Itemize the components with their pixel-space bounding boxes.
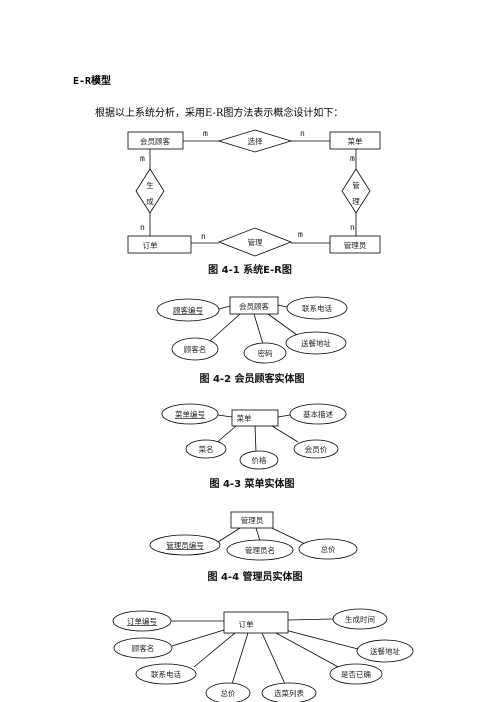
entity-member-name: 会员顾客 <box>239 301 269 311</box>
figure-4-2: 会员顾客 顾客编号 联系电话 顾客名 密码 送餐地址 图 4-2 会员顾客实体图 <box>156 296 348 385</box>
attr-password-label: 密码 <box>258 348 273 358</box>
attr-admin-id <box>149 534 221 556</box>
attr-menu-id-label: 菜单编号 <box>175 409 205 419</box>
attr-customer-id <box>156 298 220 322</box>
attr-price <box>239 450 279 470</box>
entity-order-box <box>223 611 289 634</box>
entity-menu-name: 菜单 <box>237 413 252 423</box>
attr-order-time-label: 生成时间 <box>345 614 375 624</box>
figure-4-4: 管理员 管理员编号 管理员名 总价 图 4-4 管理员实体图 <box>149 511 358 583</box>
intro-paragraph: 根据以上系统分析，采用E-R图方法表示概念设计如下： <box>95 108 344 119</box>
relation-select <box>217 129 293 153</box>
attr-admin-total <box>298 538 358 560</box>
attr-admin-name <box>226 539 294 561</box>
cardinality-mb-right: m <box>298 230 303 239</box>
attr-admin-total-label: 总价 <box>321 544 336 554</box>
attr-admin-id-label: 管理员编号 <box>166 540 204 550</box>
cardinality-select-right: n <box>300 129 305 138</box>
cardinality-gen-top: m <box>140 154 145 163</box>
figure-4-1-caption: 图 4-1 系统E-R图 <box>208 263 292 276</box>
entity-order-label: 订单 <box>143 240 158 250</box>
cardinality-mr-top: m <box>350 154 355 163</box>
attr-order-customer-label: 顾客名 <box>132 643 155 653</box>
attr-dish-name-label: 菜名 <box>199 444 214 454</box>
attr-phone <box>286 296 348 320</box>
figure-4-5: 订单 订单编号 生成时间 顾客名 送餐地址 联系电话 是否已确 总价 选菜列表 <box>112 608 414 702</box>
attr-address-label: 送餐地址 <box>301 338 331 348</box>
attr-order-dishes-label: 选菜列表 <box>274 688 304 698</box>
cardinality-select-left: m <box>203 129 208 138</box>
attr-order-total-label: 总价 <box>221 688 236 698</box>
attr-menu-id <box>161 403 219 425</box>
relation-manage-right-label-2: 理 <box>352 197 360 206</box>
attr-password <box>243 342 287 364</box>
attr-desc <box>289 403 347 425</box>
attr-admin-name-label: 管理员名 <box>245 545 275 555</box>
cardinality-mr-bottom: n <box>350 223 355 232</box>
entity-order <box>127 235 192 254</box>
attr-address <box>285 331 347 355</box>
entity-admin-label: 管理员 <box>344 240 367 250</box>
attr-order-id <box>112 610 172 632</box>
relation-generate-label-2: 成 <box>146 196 154 206</box>
section-heading: E-R模型 <box>73 76 112 87</box>
attr-member-price <box>293 439 339 459</box>
attr-order-delivered <box>329 663 383 685</box>
entity-menu-label: 菜单 <box>348 136 363 146</box>
attr-customer-name <box>171 337 219 361</box>
attr-desc-label: 基本描述 <box>303 409 333 419</box>
relation-manage-right <box>341 168 371 214</box>
attr-order-phone <box>135 663 197 685</box>
attr-order-id-label: 订单编号 <box>127 616 157 626</box>
entity-member-label: 会员顾客 <box>140 136 170 146</box>
entity-menu <box>329 131 381 150</box>
attr-phone-label: 联系电话 <box>302 303 332 313</box>
entity-admin-box <box>230 511 274 529</box>
entity-admin <box>329 235 381 254</box>
relation-manage-bottom-label: 管理 <box>248 237 263 247</box>
cardinality-mb-left: n <box>201 232 206 241</box>
entity-member <box>127 131 184 150</box>
attr-dish-name <box>185 439 227 459</box>
relation-manage-right-label-1: 管 <box>352 180 360 190</box>
relation-manage-bottom <box>217 227 293 257</box>
entity-member-box <box>229 296 279 315</box>
attr-order-customer <box>113 637 173 659</box>
relation-select-label: 选择 <box>248 136 263 146</box>
attr-price-label: 价格 <box>252 455 267 465</box>
attr-order-delivered-label: 是否已确 <box>341 669 371 679</box>
attr-order-address-label: 送餐地址 <box>370 646 400 656</box>
cardinality-gen-bottom: n <box>140 223 145 232</box>
figure-4-3-caption: 图 4-3 菜单实体图 <box>209 477 294 490</box>
entity-order-name: 订单 <box>239 619 254 629</box>
figure-4-3: 菜单 菜单编号 基本描述 菜名 会员价 价格 图 4-3 菜单实体图 <box>161 403 347 490</box>
attr-order-time <box>332 608 388 630</box>
attr-order-phone-label: 联系电话 <box>151 669 181 679</box>
figure-4-2-caption: 图 4-2 会员顾客实体图 <box>199 372 304 385</box>
attr-customer-id-label: 顾客编号 <box>173 305 203 315</box>
attr-order-dishes <box>261 682 317 702</box>
figure-4-4-caption: 图 4-4 管理员实体图 <box>207 570 302 583</box>
relation-generate-label-1: 生 <box>146 180 154 190</box>
entity-admin-name: 管理员 <box>241 515 264 525</box>
attr-order-total <box>205 682 251 702</box>
figure-4-1: 会员顾客 菜单 订单 管理员 选择 生 成 管 理 管理 m n m n m n… <box>127 129 381 276</box>
attr-member-price-label: 会员价 <box>305 444 328 454</box>
attr-customer-name-label: 顾客名 <box>184 344 207 354</box>
entity-menu-box <box>231 409 279 427</box>
attr-order-address <box>356 639 414 663</box>
relation-generate <box>135 168 165 214</box>
